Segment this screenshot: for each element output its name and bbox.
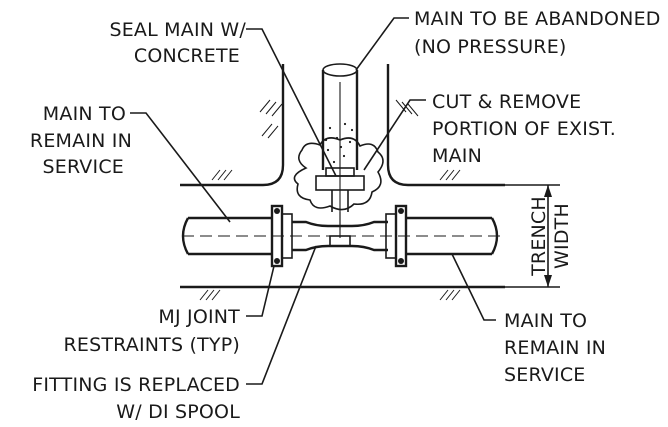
label-cut-remove-line1: CUT & REMOVE (432, 91, 581, 113)
concrete-seal (324, 122, 354, 164)
label-width: WIDTH (551, 203, 573, 269)
label-mj-line2: RESTRAINTS (TYP) (63, 334, 240, 356)
mj-flange-right (385, 204, 408, 268)
label-cut-remove-line2: PORTION OF EXIST. (432, 118, 616, 140)
label-remain-left-line2: REMAIN IN (30, 130, 132, 152)
label-cut-remove-line3: MAIN (432, 145, 482, 167)
leader-lines (130, 17, 496, 385)
label-remain-left-line1: MAIN TO (43, 103, 126, 125)
trench-width-dimension (505, 184, 560, 288)
label-mj-line1: MJ JOINT (158, 306, 240, 328)
label-abandoned-line1: MAIN TO BE ABANDONED (414, 8, 661, 30)
tee-fitting (315, 167, 365, 212)
right-trench-wall (386, 64, 505, 187)
label-fitting-line2: W/ DI SPOOL (116, 401, 240, 423)
mj-flange-left (270, 204, 293, 268)
label-fitting-line1: FITTING IS REPLACED (32, 374, 240, 396)
label-remain-right-line3: SERVICE (504, 364, 586, 386)
label-remain-right-line1: MAIN TO (504, 310, 587, 332)
cut-remove-cloud (293, 137, 384, 211)
label-seal-main-line2: CONCRETE (134, 45, 240, 67)
label-trench: TRENCH (528, 196, 550, 277)
di-spool (292, 212, 388, 252)
soil-hatching (199, 99, 461, 301)
label-abandoned-line2: (NO PRESSURE) (414, 36, 567, 58)
label-remain-right-line2: REMAIN IN (504, 337, 606, 359)
label-seal-main-line1: SEAL MAIN W/ (109, 19, 246, 41)
abandoned-main-pipe (321, 63, 359, 230)
left-trench-wall (180, 64, 285, 187)
horizontal-main-pipe (181, 216, 500, 256)
label-remain-left-line3: SERVICE (42, 156, 124, 178)
